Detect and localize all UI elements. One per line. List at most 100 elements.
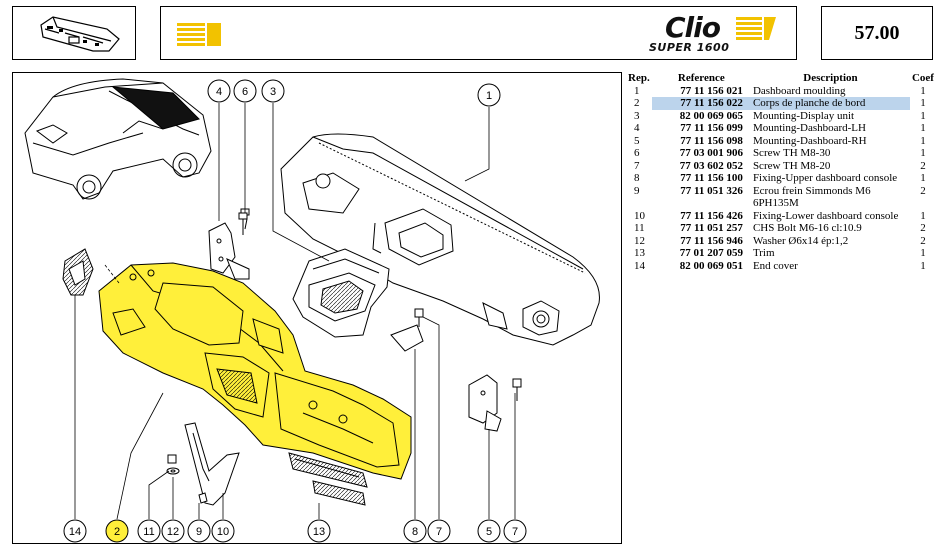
reference-cell: 77 11 156 099 bbox=[680, 122, 743, 134]
reference-cell: 77 01 207 059 bbox=[679, 247, 743, 259]
dashboard-moulding-part bbox=[280, 133, 600, 346]
car-sketch-icon bbox=[24, 78, 212, 200]
coef-cell: 1 bbox=[920, 122, 926, 134]
table-row[interactable]: 9 77 11 051 326 Ecrou frein Simmonds M6 2 bbox=[624, 185, 936, 198]
exploded-diagram: 1 3 4 6 14 2 11 12 bbox=[12, 72, 622, 544]
header-coef: Coef bbox=[911, 72, 934, 84]
end-cover-part bbox=[62, 248, 94, 296]
rep-cell: 2 bbox=[634, 97, 640, 109]
callout-14: 14 bbox=[63, 519, 87, 543]
description-cell: Ecrou frein Simmonds M6 bbox=[752, 184, 871, 197]
description-cell: Fixing-Upper dashboard console bbox=[752, 172, 898, 184]
washer-bolt-part bbox=[166, 454, 208, 504]
leader-lines bbox=[74, 103, 516, 520]
coef-cell: 2 bbox=[920, 184, 926, 197]
reference-cell: 77 11 156 098 bbox=[680, 134, 743, 147]
svg-text:4: 4 bbox=[216, 86, 222, 98]
svg-text:14: 14 bbox=[69, 526, 81, 538]
svg-text:8: 8 bbox=[412, 526, 418, 538]
page-number: 57.00 bbox=[854, 21, 900, 44]
upper-console-fixing-part bbox=[390, 308, 424, 352]
rep-cell: 9 bbox=[634, 184, 640, 197]
clio-logo-text: Clio bbox=[665, 11, 721, 44]
callout-4: 4 bbox=[207, 79, 231, 103]
callout-2-highlighted: 2 bbox=[105, 519, 129, 543]
reference-cell: 77 11 156 100 bbox=[680, 172, 743, 184]
reference-cell: 77 11 051 326 bbox=[680, 184, 743, 197]
rep-cell: 14 bbox=[634, 259, 645, 272]
description-cell: Screw TH M8-20 bbox=[752, 159, 831, 172]
callout-5: 5 bbox=[477, 519, 501, 543]
empty-cell bbox=[624, 197, 652, 210]
reference-cell: 77 11 051 257 bbox=[680, 222, 743, 234]
rep-cell: 5 bbox=[634, 134, 640, 147]
coef-cell: 1 bbox=[920, 84, 926, 97]
description-cell: Corps de planche de bord bbox=[750, 97, 910, 110]
callout-7a: 7 bbox=[427, 519, 451, 543]
trim-part bbox=[288, 452, 368, 506]
super-1600-logo-text: SUPER 1600 bbox=[649, 41, 730, 54]
coef-cell: 1 bbox=[920, 259, 926, 272]
dashboard-exploded-view: 1 3 4 6 14 2 11 12 bbox=[24, 78, 600, 543]
svg-text:7: 7 bbox=[436, 526, 442, 538]
empty-cell bbox=[652, 197, 751, 210]
description-cell: Trim bbox=[752, 247, 775, 259]
coef-cell: 1 bbox=[920, 134, 926, 147]
header-description: Description bbox=[803, 72, 858, 84]
rep-cell: 4 bbox=[634, 122, 640, 134]
callout-11: 11 bbox=[137, 519, 161, 543]
rep-cell: 13 bbox=[634, 247, 645, 259]
svg-text:5: 5 bbox=[486, 526, 492, 538]
coef-cell: 2 bbox=[920, 159, 926, 172]
svg-text:10: 10 bbox=[217, 526, 229, 538]
svg-text:3: 3 bbox=[270, 86, 276, 98]
table-row-continuation: 6PH135M bbox=[624, 197, 936, 210]
rep-cell: 3 bbox=[634, 109, 640, 122]
coef-cell: 1 bbox=[920, 147, 926, 159]
callout-10: 10 bbox=[211, 519, 235, 543]
coef-cell: 1 bbox=[920, 172, 926, 184]
callout-6: 6 bbox=[233, 79, 257, 103]
description-cell: Washer Ø6x14 ép:1,2 bbox=[752, 234, 849, 247]
stripes-logo-icon bbox=[177, 17, 776, 46]
dashboard-thumbnail-icon bbox=[40, 16, 120, 52]
rep-cell: 6 bbox=[634, 147, 640, 159]
callout-13: 13 bbox=[307, 519, 331, 543]
svg-text:2: 2 bbox=[114, 526, 120, 538]
svg-text:1: 1 bbox=[486, 90, 492, 102]
callout-9: 9 bbox=[187, 519, 211, 543]
screw-icon bbox=[238, 212, 248, 235]
description-cell: Fixing-Lower dashboard console bbox=[752, 209, 899, 222]
header-rep: Rep. bbox=[628, 72, 650, 84]
lower-console-fixing-part bbox=[184, 422, 240, 506]
callout-12: 12 bbox=[161, 519, 185, 543]
rep-cell: 10 bbox=[634, 209, 645, 222]
reference-cell: 77 11 156 946 bbox=[680, 234, 743, 247]
callout-3: 3 bbox=[261, 79, 285, 103]
svg-text:13: 13 bbox=[313, 526, 325, 538]
rep-cell: 1 bbox=[634, 84, 640, 97]
reference-cell: 77 03 001 906 bbox=[679, 147, 743, 159]
svg-text:12: 12 bbox=[167, 526, 179, 538]
rep-cell: 7 bbox=[634, 159, 640, 172]
callout-8: 8 bbox=[403, 519, 427, 543]
svg-text:11: 11 bbox=[143, 526, 154, 538]
callout-7b: 7 bbox=[503, 519, 527, 543]
reference-cell: 77 11 156 021 bbox=[680, 84, 743, 97]
coef-cell: 1 bbox=[920, 109, 926, 122]
page-number-box: 57.00 bbox=[821, 6, 933, 60]
